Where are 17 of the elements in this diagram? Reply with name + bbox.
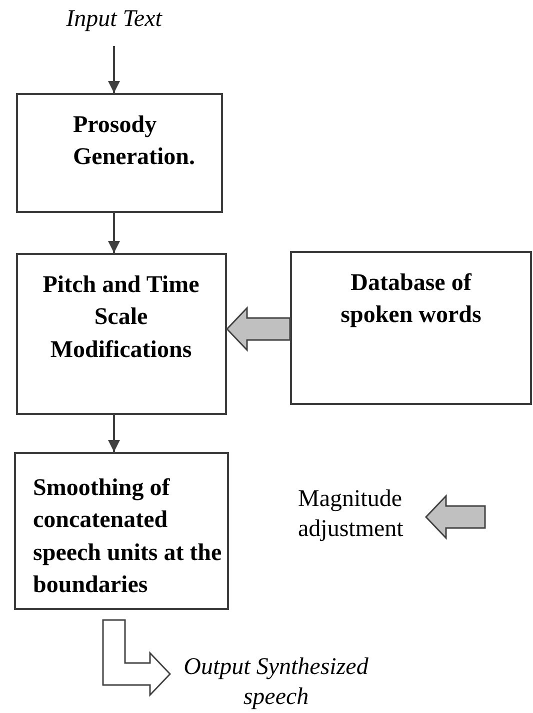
output-label: Output Synthesized speech bbox=[182, 653, 370, 712]
process-box bbox=[290, 251, 532, 405]
block-arrow bbox=[226, 306, 291, 352]
input-label bbox=[16, 93, 223, 213]
arrow bbox=[108, 213, 120, 253]
block-arrow bbox=[424, 494, 486, 540]
box-label: Database of spoken words bbox=[340, 269, 482, 330]
process-label: Magnitude adjustment bbox=[298, 485, 404, 544]
box-label: Smoothing of concatenated speech units at the boundaries bbox=[33, 474, 223, 600]
process-box bbox=[16, 253, 227, 415]
box-label: Pitch and Time Scale Modifications bbox=[42, 271, 200, 365]
input-label: Input Text bbox=[65, 5, 164, 34]
box-label: Prosody Generation. bbox=[73, 111, 196, 172]
arrow bbox=[108, 415, 120, 452]
block-arrow bbox=[102, 619, 172, 697]
database-box bbox=[14, 452, 229, 610]
arrow bbox=[108, 46, 120, 93]
